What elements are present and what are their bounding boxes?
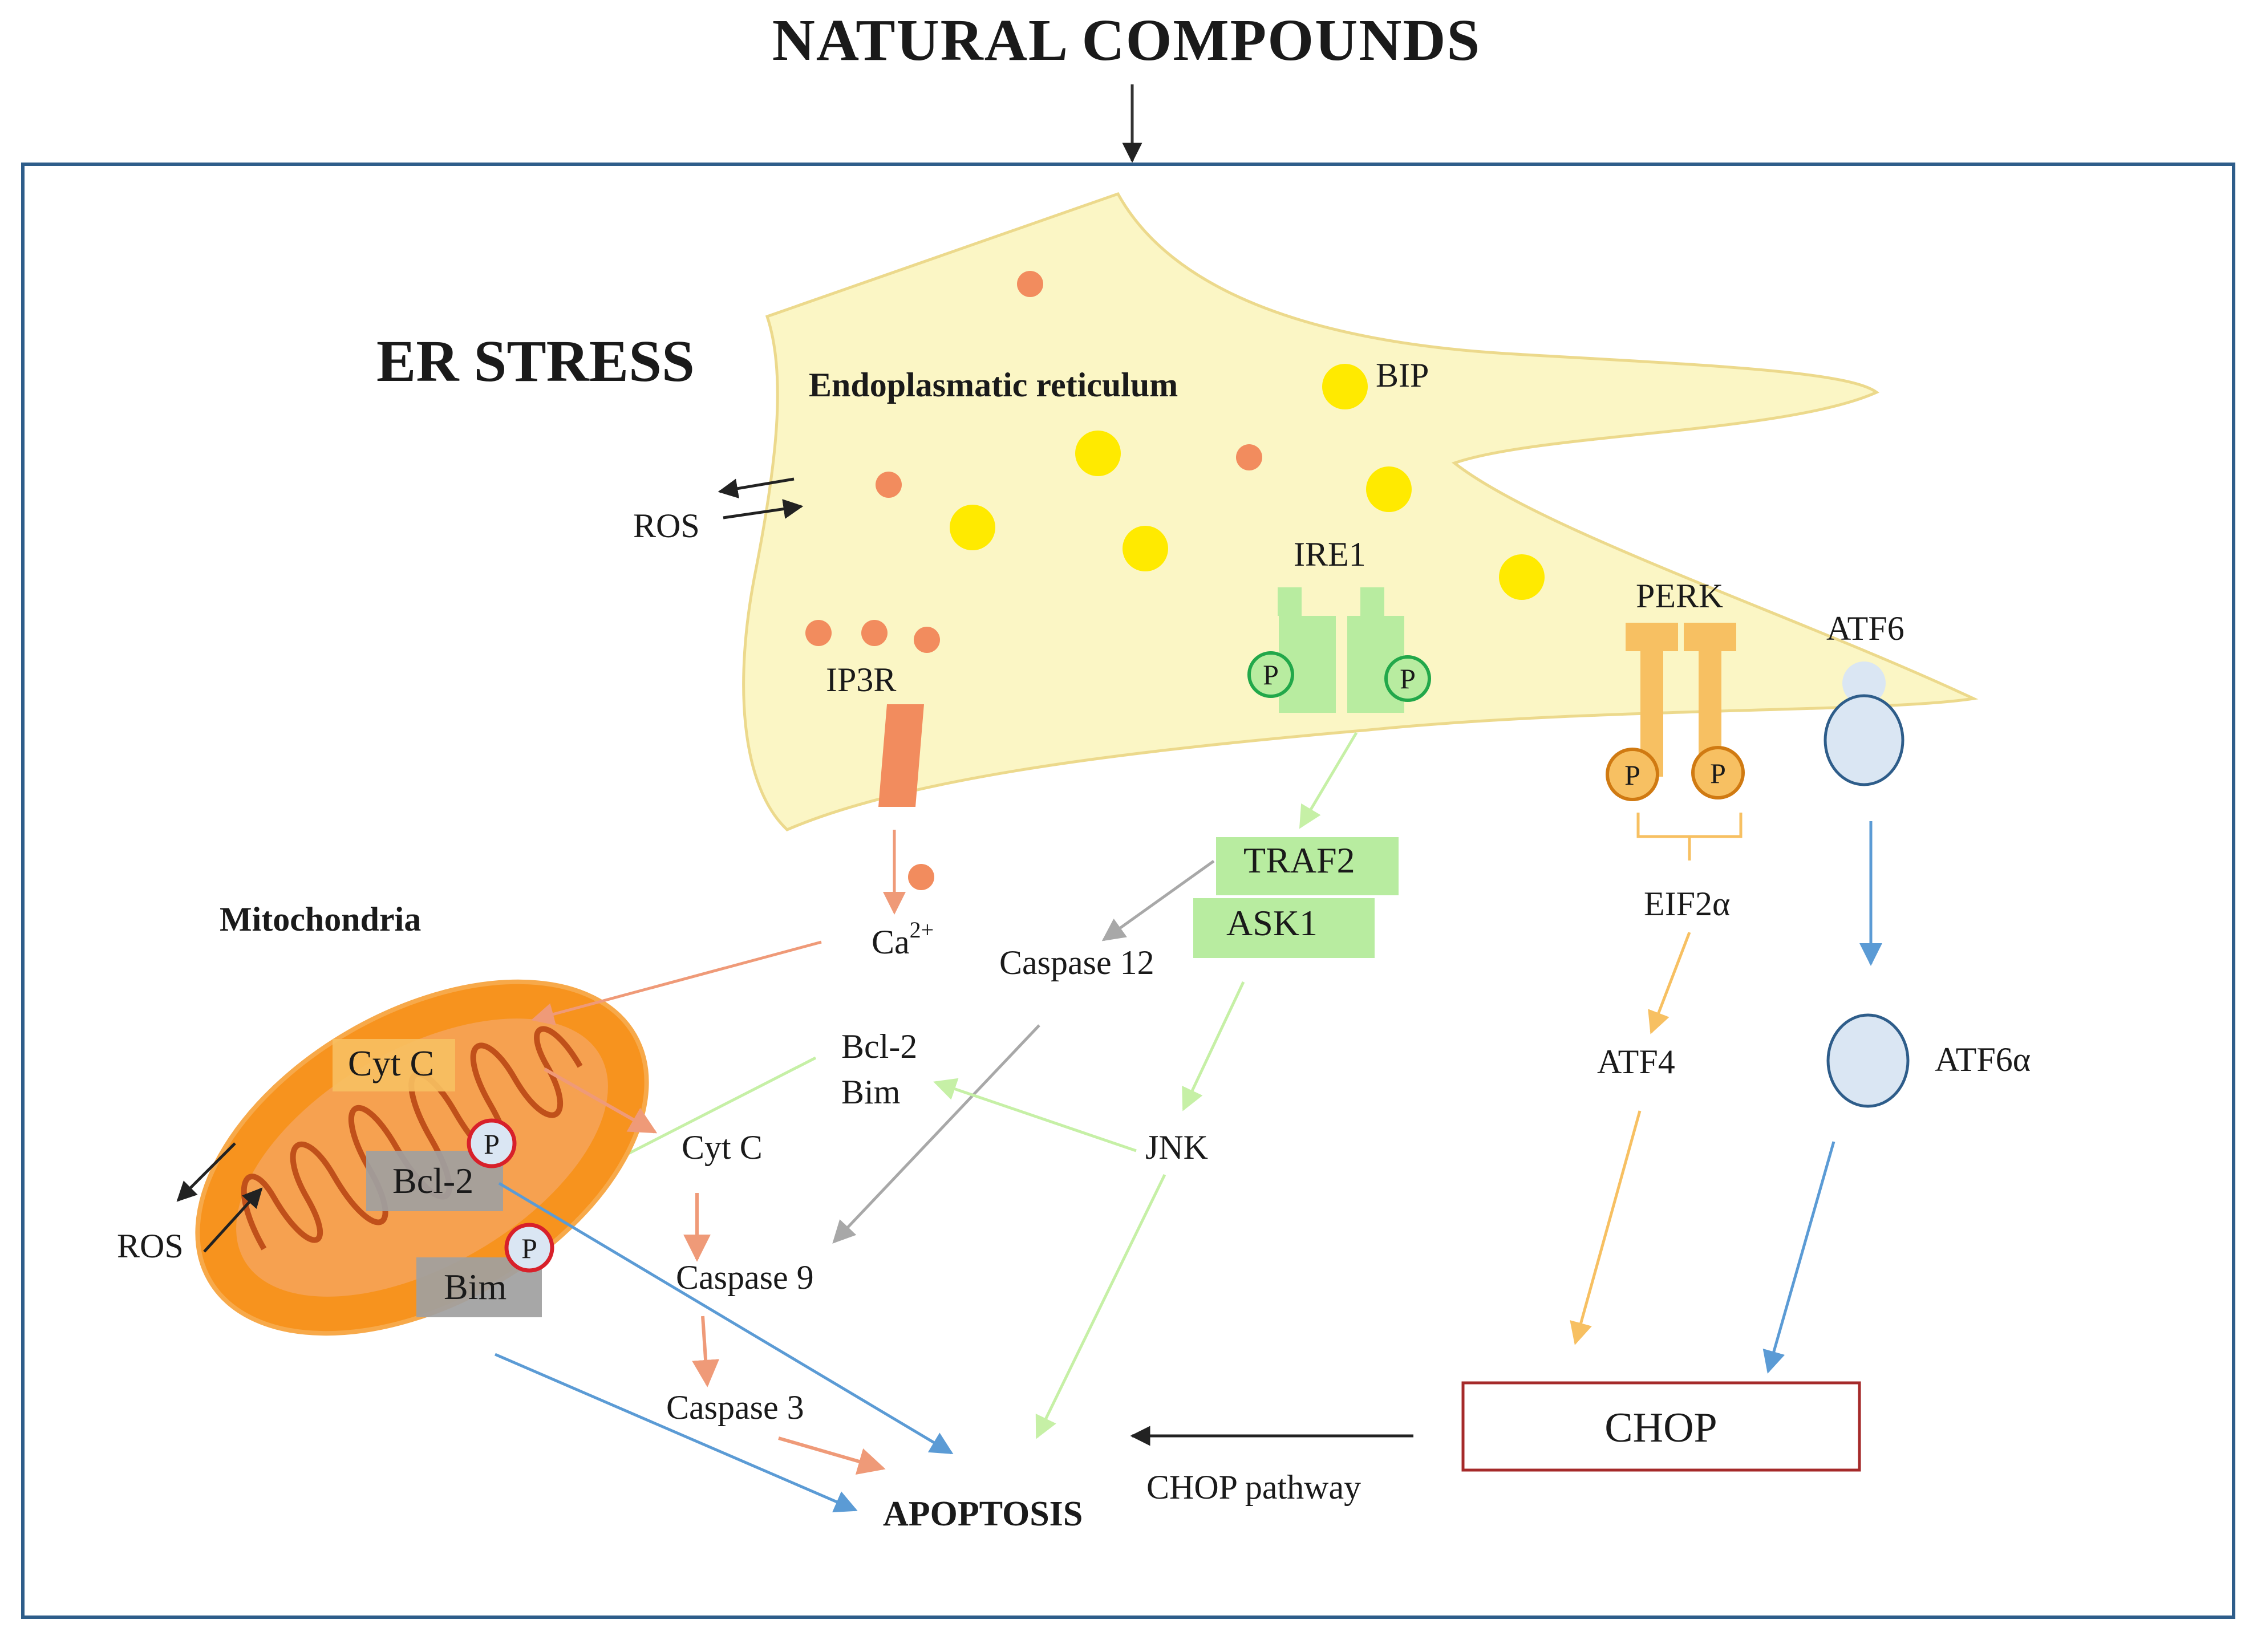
- ire1-to-traf2-arrow: [1299, 732, 1358, 829]
- traf2-label: TRAF2: [1243, 840, 1355, 880]
- svg-text:P: P: [1710, 757, 1726, 789]
- atf4-to-chop-arrow: [1570, 1110, 1642, 1345]
- atf6a-to-chop-arrow: [1762, 1141, 1835, 1374]
- ip3r-channel: [878, 704, 924, 807]
- bip-dot: [1366, 466, 1412, 512]
- chop-pathway-label: CHOP pathway: [1146, 1468, 1361, 1506]
- mitochondria-label: Mitochondria: [220, 900, 421, 938]
- calcium-symbol: Ca: [872, 923, 910, 961]
- calcium-dot: [861, 620, 888, 646]
- atf6a-shape: [1826, 1013, 1910, 1108]
- calcium-dot: [1017, 271, 1043, 297]
- mito-to-apoptosis-arrow: [495, 1353, 858, 1513]
- caspase3-to-apoptosis-arrow: [778, 1436, 886, 1475]
- calcium-dot: [1236, 444, 1262, 470]
- svg-text:P: P: [1624, 759, 1640, 791]
- caspase12-label: Caspase 12: [999, 944, 1154, 981]
- phospho-badge: P: [1247, 651, 1294, 698]
- ros-er-arrow-out: [718, 477, 795, 498]
- mito-bim-label: Bim: [444, 1267, 506, 1307]
- diagram-title: NATURAL COMPOUNDS: [772, 7, 1481, 73]
- calcium-dot: [876, 472, 902, 498]
- bip-dot: [1123, 526, 1168, 571]
- svg-text:P: P: [484, 1128, 500, 1160]
- jnk-label: JNK: [1145, 1129, 1208, 1166]
- traf2-to-caspase12-arrow: [1101, 859, 1215, 941]
- perk-label: PERK: [1636, 577, 1723, 615]
- ros-mito-arrow-in: [203, 1187, 263, 1253]
- phospho-badge: P: [1384, 655, 1431, 702]
- calcium-dot: [805, 620, 832, 646]
- bip-dot: [950, 505, 995, 550]
- er-label: Endoplasmatic reticulum: [809, 366, 1178, 404]
- mito-cytc-label: Cyt C: [348, 1043, 434, 1083]
- svg-text:P: P: [1263, 659, 1279, 691]
- bcl2-label: Bcl-2: [841, 1028, 917, 1065]
- caspase9-to-caspase3-arrow: [692, 1316, 720, 1387]
- chop-label: CHOP: [1604, 1405, 1717, 1451]
- eif2a-to-atf4-arrow: [1648, 932, 1691, 1034]
- caspase3-label: Caspase 3: [666, 1389, 804, 1426]
- atf6-label: ATF6: [1826, 610, 1904, 647]
- ros-mito-label: ROS: [117, 1227, 184, 1265]
- caspase9-label: Caspase 9: [676, 1259, 814, 1296]
- bip-dot: [1499, 554, 1545, 600]
- bim-label: Bim: [841, 1073, 900, 1111]
- phospho-badge: P: [1606, 748, 1659, 801]
- ask1-to-jnk-arrow: [1182, 981, 1245, 1111]
- jnk-to-apoptosis-arrow: [1035, 1174, 1166, 1439]
- calcium-charge: 2+: [910, 917, 934, 943]
- atf4-label: ATF4: [1597, 1043, 1675, 1081]
- phospho-badge: P: [504, 1223, 554, 1273]
- er-shape: [742, 192, 1979, 831]
- mito-cytc-box: [333, 1039, 455, 1091]
- bip-label: BIP: [1376, 356, 1429, 394]
- mito-to-cytc-arrow: [544, 1067, 658, 1134]
- calcium-dot: [914, 627, 940, 653]
- phospho-badge: P: [467, 1118, 517, 1168]
- cytc-label: Cyt C: [682, 1129, 763, 1166]
- bip-dot: [1322, 364, 1368, 409]
- svg-text:P: P: [521, 1232, 537, 1264]
- phospho-badge: P: [1691, 746, 1745, 799]
- calcium-label: Ca2+: [872, 917, 934, 961]
- chop-box: [1461, 1381, 1861, 1472]
- perk-bracket: [1636, 813, 1743, 860]
- caspase12-to-caspase9-arrow: [832, 1024, 1040, 1244]
- ros-mito-arrow-out: [176, 1142, 236, 1202]
- calcium-dot: [908, 864, 934, 890]
- atf6-head: [1842, 661, 1886, 705]
- mito-bcl2-label: Bcl-2: [392, 1160, 473, 1201]
- ire1-label: IRE1: [1294, 535, 1366, 573]
- ros-er-arrow-in: [723, 499, 804, 519]
- apoptosis-label: APOPTOSIS: [883, 1495, 1083, 1533]
- jnk-to-bcl2-arrow: [933, 1078, 1137, 1152]
- perk-monomer-left: [1626, 623, 1678, 777]
- calcium-to-mito-arrow: [531, 940, 822, 1025]
- ip3r-label: IP3R: [826, 661, 896, 699]
- svg-text:P: P: [1400, 663, 1416, 695]
- atf6-body: [1824, 694, 1904, 786]
- perk-monomer-right: [1684, 623, 1736, 777]
- atf6a-label: ATF6α: [1935, 1041, 2031, 1078]
- bcl2-to-apoptosis-arrow: [498, 1182, 954, 1455]
- ask1-box: [1193, 898, 1375, 958]
- bip-dot: [1075, 431, 1121, 476]
- ros-er-label: ROS: [633, 507, 700, 545]
- traf2-box: [1216, 837, 1399, 895]
- er-stress-label: ER STRESS: [376, 328, 695, 394]
- ask1-label: ASK1: [1226, 903, 1318, 943]
- eif2a-label: EIF2α: [1644, 885, 1730, 923]
- main-frame: [21, 163, 2235, 1619]
